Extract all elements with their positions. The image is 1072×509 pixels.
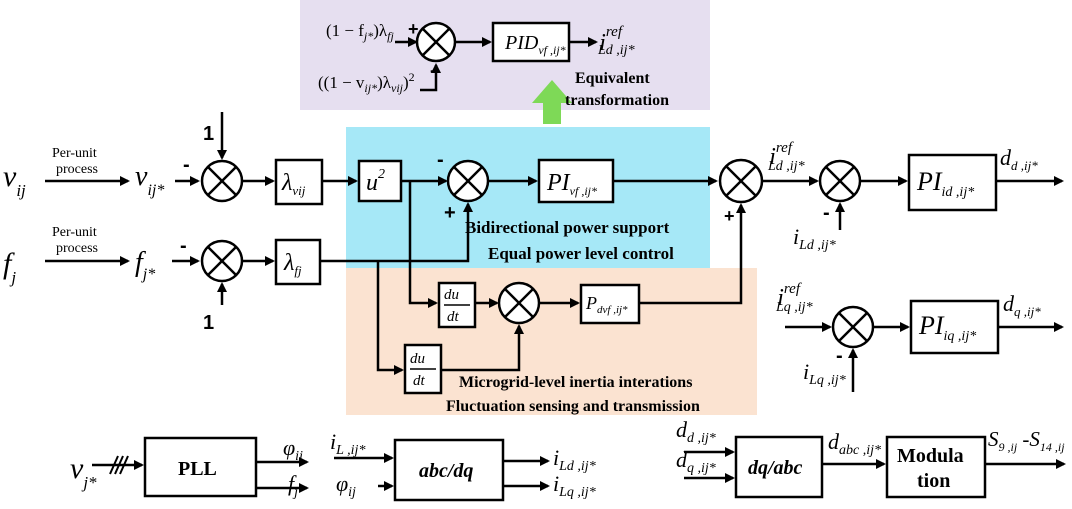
cyan-caption-1: Bidirectional power support bbox=[465, 218, 670, 237]
iLd-fb-label: iLd ,ij* bbox=[793, 224, 836, 253]
switch-output-label: S9 ,ij -S14 ,ij bbox=[988, 427, 1065, 454]
dq-output-label: dq ,ij* bbox=[1003, 291, 1041, 319]
f-output-label: fj bbox=[288, 471, 298, 500]
pll-block bbox=[143, 436, 258, 498]
pi-iq-block bbox=[909, 299, 1000, 355]
iL-input-label: iL ,ij* bbox=[330, 429, 365, 458]
pid-equivalent-group: (1 − fj*)λfj + ((1 − vij*)λvij)2 - PIDvf… bbox=[318, 19, 669, 109]
summing-junction-v bbox=[200, 159, 244, 203]
pi-id-block bbox=[907, 153, 998, 212]
pid-caption-2: transformation bbox=[565, 92, 669, 109]
lambda-v-label: λvij bbox=[281, 170, 306, 198]
iLq-fb-label: iLq ,ij* bbox=[803, 359, 846, 388]
minus-sign-4: - bbox=[823, 202, 830, 224]
green-up-arrow bbox=[532, 80, 572, 124]
iLq-output-label: iLq ,ij* bbox=[553, 471, 596, 500]
derivative-2-num: du bbox=[410, 351, 425, 367]
derivative-2-den: dt bbox=[413, 373, 426, 389]
pid-block-label: PIDvf ,ij* bbox=[504, 32, 566, 57]
p-dvf-block bbox=[579, 283, 641, 325]
plus-sign-2: + bbox=[724, 206, 735, 226]
plus-sign-1: + bbox=[444, 202, 456, 224]
peach-caption-1: Microgrid-level inertia interations bbox=[459, 374, 692, 391]
pi-id-label: PIid ,ij* bbox=[916, 167, 974, 200]
per-unit-label-2b: process bbox=[56, 241, 98, 256]
abc-dq-label: abc/dq bbox=[419, 460, 473, 482]
per-unit-label-1b: process bbox=[56, 162, 98, 177]
pid-input-1: (1 − fj*)λfj bbox=[326, 21, 395, 43]
input-v-label: vij bbox=[3, 160, 26, 200]
modulation-label-2: tion bbox=[917, 470, 950, 492]
per-unit-label-1a: Per-unit bbox=[52, 146, 97, 161]
minus-sign-1: - bbox=[183, 154, 190, 176]
phi-input-label: φij bbox=[336, 471, 356, 500]
p-dvf-label: Pdvf ,ij* bbox=[585, 293, 628, 316]
peach-caption-2: Fluctuation sensing and transmission bbox=[446, 398, 700, 415]
dq-abc-label: dq/abc bbox=[748, 457, 803, 479]
fs-label: fj* bbox=[135, 247, 155, 283]
pi-vf-block bbox=[537, 158, 615, 204]
pi-vf-label: PIvf ,ij* bbox=[546, 170, 597, 198]
iLd-output-label: iLd ,ij* bbox=[553, 445, 596, 474]
lambda-f-label: λfj bbox=[283, 250, 302, 278]
dd-input-label: dd ,ij* bbox=[676, 417, 716, 446]
abc-dq-block bbox=[393, 438, 505, 502]
cyan-caption-2: Equal power level control bbox=[488, 244, 674, 263]
pll-label: PLL bbox=[178, 458, 217, 480]
derivative-1-den: dt bbox=[447, 309, 460, 325]
constant-one-bottom: 1 bbox=[203, 312, 214, 334]
minus-sign-3: - bbox=[180, 235, 187, 257]
cyan-region bbox=[346, 127, 710, 268]
lambda-f-block bbox=[274, 238, 322, 286]
dabc-label: dabc ,ij* bbox=[828, 429, 881, 458]
u-squared-label: u2 bbox=[366, 167, 385, 196]
pid-block bbox=[491, 21, 571, 63]
pid-plus-sign: + bbox=[408, 19, 419, 39]
minus-sign-2: - bbox=[437, 149, 444, 171]
pid-caption-1: Equivalent bbox=[575, 70, 650, 87]
summing-junction-id bbox=[818, 159, 862, 203]
pi-iq-label: PIiq ,ij* bbox=[918, 311, 976, 344]
summing-junction-inertia bbox=[497, 281, 541, 325]
vs-label: vij* bbox=[135, 161, 164, 199]
summing-junction-vf bbox=[446, 159, 490, 203]
summing-junction-iq bbox=[831, 305, 875, 349]
summing-junction-ref bbox=[718, 158, 764, 204]
pid-input-2: ((1 − vij*)λvij)2 bbox=[318, 70, 415, 95]
dd-output-label: dd ,ij* bbox=[1000, 145, 1038, 173]
per-unit-label-2a: Per-unit bbox=[52, 225, 97, 240]
input-f-label: fj bbox=[3, 247, 16, 287]
dq-abc-block bbox=[734, 435, 824, 499]
constant-one-top: 1 bbox=[203, 123, 214, 145]
phi-output-label: φij bbox=[283, 435, 303, 464]
modulation-label-1: Modula bbox=[897, 445, 964, 467]
minus-sign-5: - bbox=[836, 345, 843, 367]
modulation-block bbox=[885, 435, 987, 499]
summing-junction-f bbox=[200, 239, 244, 283]
derivative-1-num: du bbox=[444, 287, 459, 303]
pid-summing-junction bbox=[415, 21, 457, 63]
vj-input-label: vj* bbox=[70, 452, 97, 492]
